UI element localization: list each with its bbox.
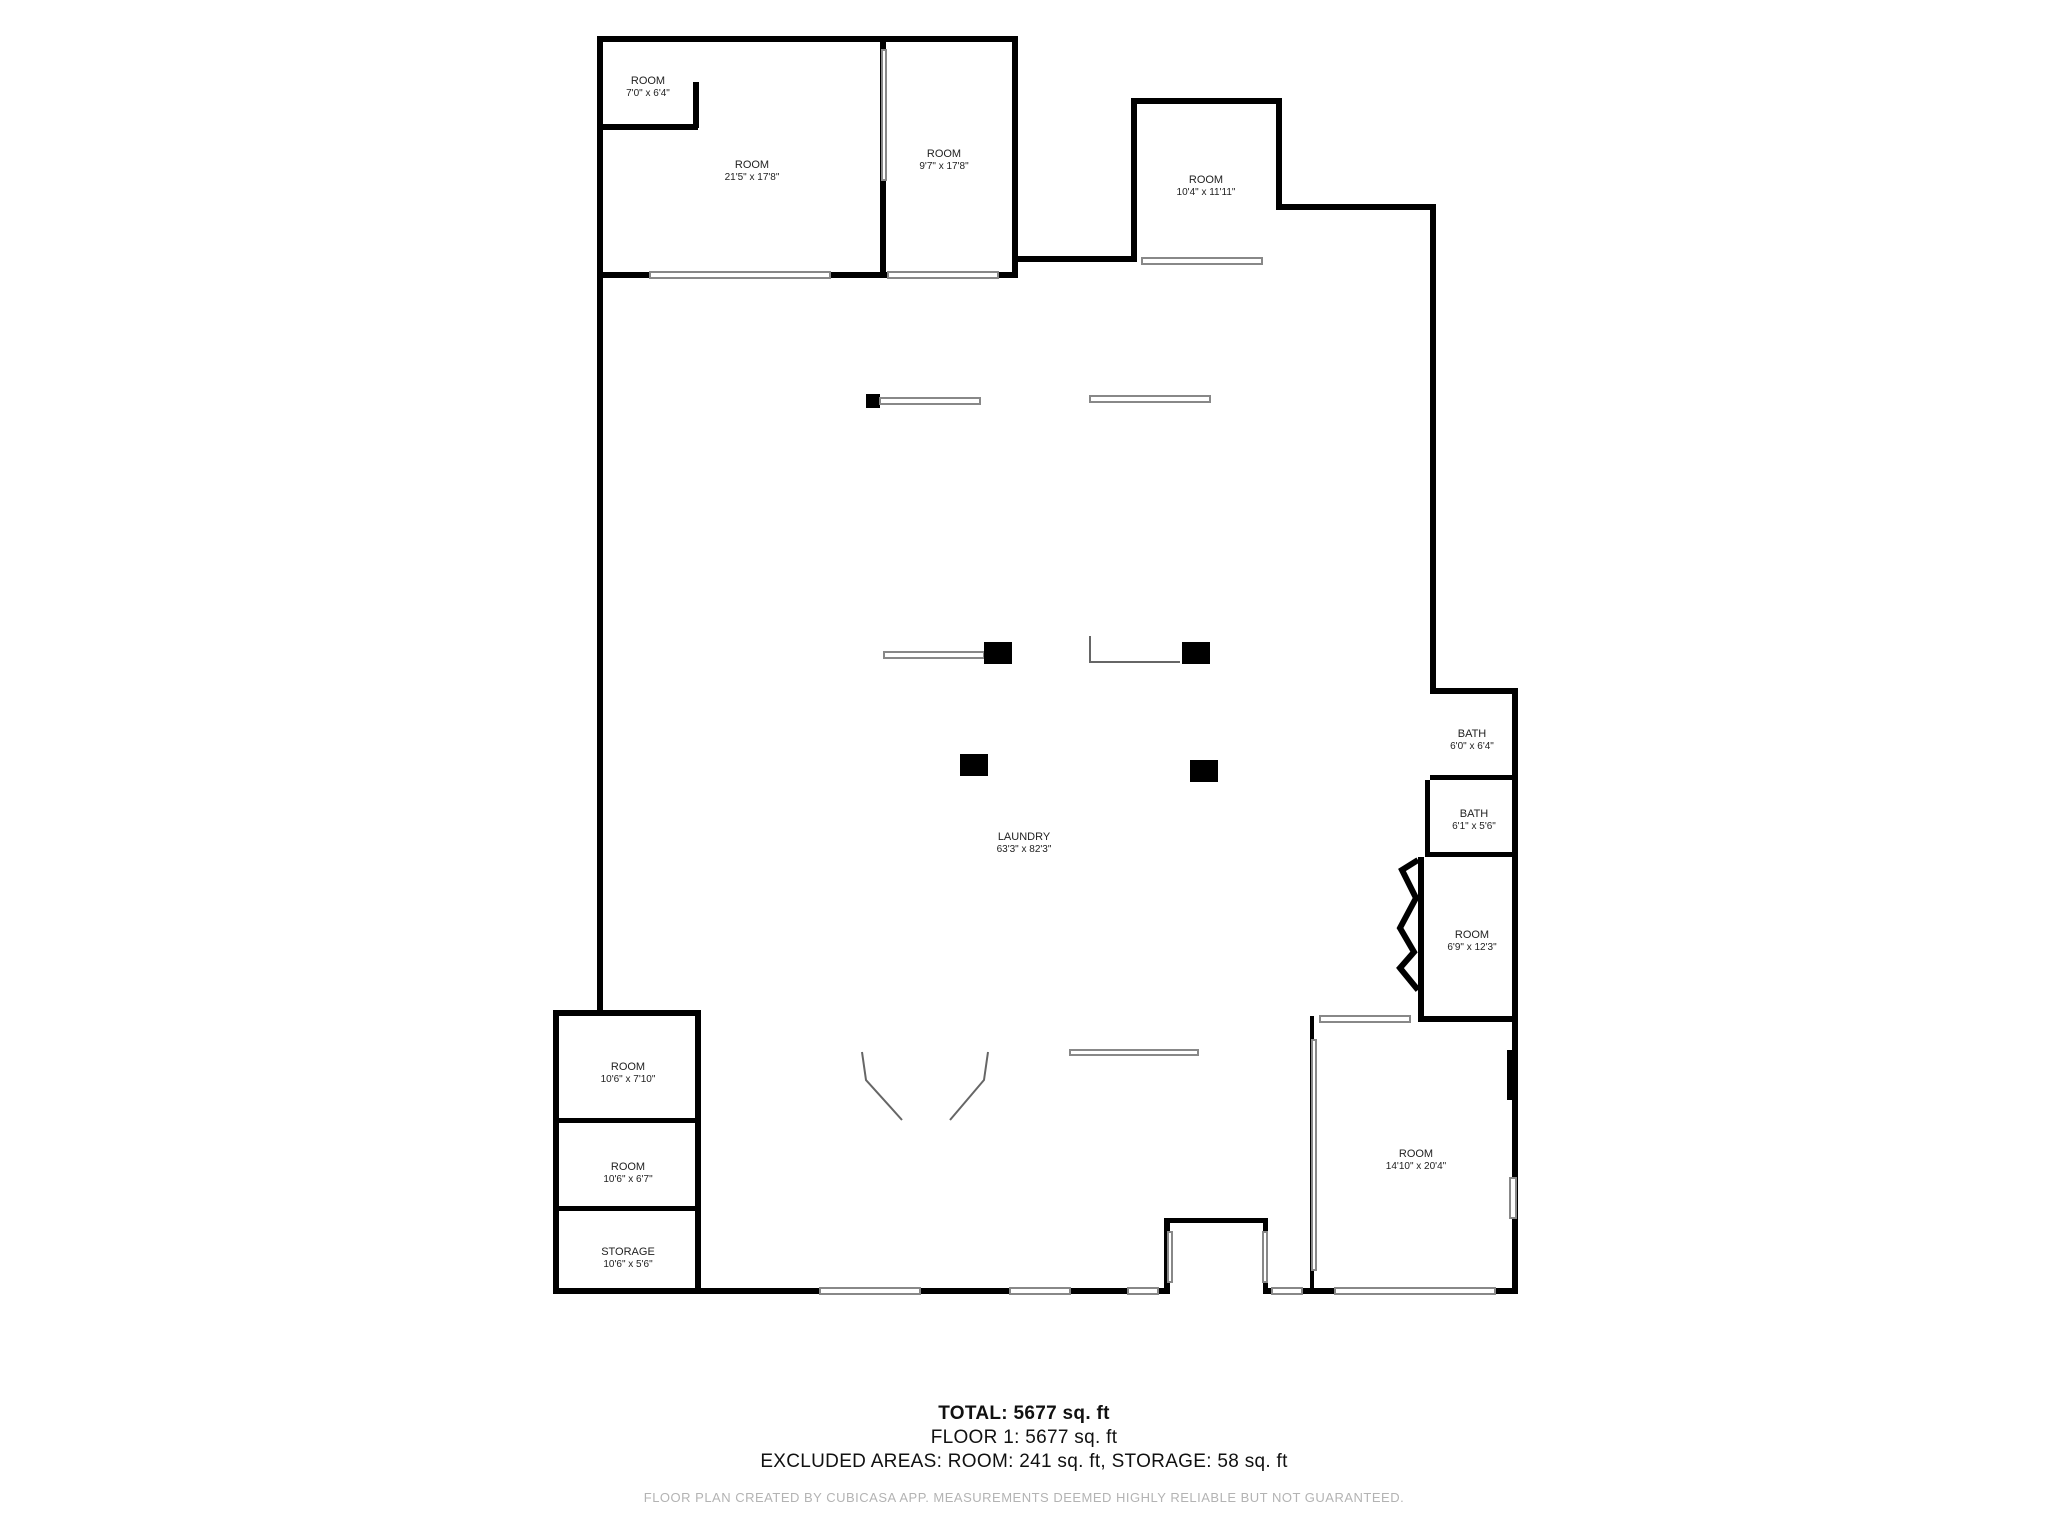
floor-area: FLOOR 1: 5677 sq. ft bbox=[930, 1427, 1118, 1448]
svg-text:6'1" x 5'6": 6'1" x 5'6" bbox=[1452, 821, 1496, 832]
svg-text:ROOM: ROOM bbox=[611, 1161, 645, 1173]
svg-text:6'9" x 12'3": 6'9" x 12'3" bbox=[1447, 942, 1497, 953]
svg-text:10'4" x 11'11": 10'4" x 11'11" bbox=[1177, 187, 1236, 198]
svg-text:10'6" x 7'10": 10'6" x 7'10" bbox=[601, 1074, 656, 1085]
walls bbox=[553, 36, 1518, 1294]
svg-text:14'10" x 20'4": 14'10" x 20'4" bbox=[1386, 1161, 1447, 1172]
svg-text:BATH: BATH bbox=[1460, 808, 1489, 820]
svg-text:LAUNDRY: LAUNDRY bbox=[998, 831, 1051, 843]
excluded-areas: EXCLUDED AREAS: ROOM: 241 sq. ft, STORAG… bbox=[760, 1451, 1288, 1472]
svg-text:ROOM: ROOM bbox=[631, 75, 665, 87]
svg-text:6'0" x 6'4": 6'0" x 6'4" bbox=[1450, 741, 1494, 752]
svg-text:7'0" x 6'4": 7'0" x 6'4" bbox=[626, 88, 670, 99]
svg-text:ROOM: ROOM bbox=[1399, 1148, 1433, 1160]
area-summary: TOTAL: 5677 sq. ft FLOOR 1: 5677 sq. ft … bbox=[0, 1402, 2048, 1474]
svg-text:21'5" x 17'8": 21'5" x 17'8" bbox=[725, 172, 780, 183]
svg-text:ROOM: ROOM bbox=[1455, 929, 1489, 941]
svg-text:BATH: BATH bbox=[1458, 728, 1487, 740]
svg-text:10'6" x 6'7": 10'6" x 6'7" bbox=[603, 1174, 653, 1185]
svg-text:10'6" x 5'6": 10'6" x 5'6" bbox=[603, 1259, 653, 1270]
svg-text:ROOM: ROOM bbox=[927, 148, 961, 160]
total-area: TOTAL: 5677 sq. ft bbox=[938, 1403, 1110, 1424]
svg-text:STORAGE: STORAGE bbox=[601, 1246, 655, 1258]
interior-features bbox=[861, 394, 1218, 1121]
svg-text:ROOM: ROOM bbox=[1189, 174, 1223, 186]
svg-text:9'7" x 17'8": 9'7" x 17'8" bbox=[919, 161, 969, 172]
svg-text:63'3" x 82'3": 63'3" x 82'3" bbox=[997, 844, 1052, 855]
disclaimer: FLOOR PLAN CREATED BY CUBICASA APP. MEAS… bbox=[643, 1490, 1405, 1505]
svg-text:ROOM: ROOM bbox=[611, 1061, 645, 1073]
windows bbox=[649, 49, 1517, 1295]
svg-text:ROOM: ROOM bbox=[735, 159, 769, 171]
